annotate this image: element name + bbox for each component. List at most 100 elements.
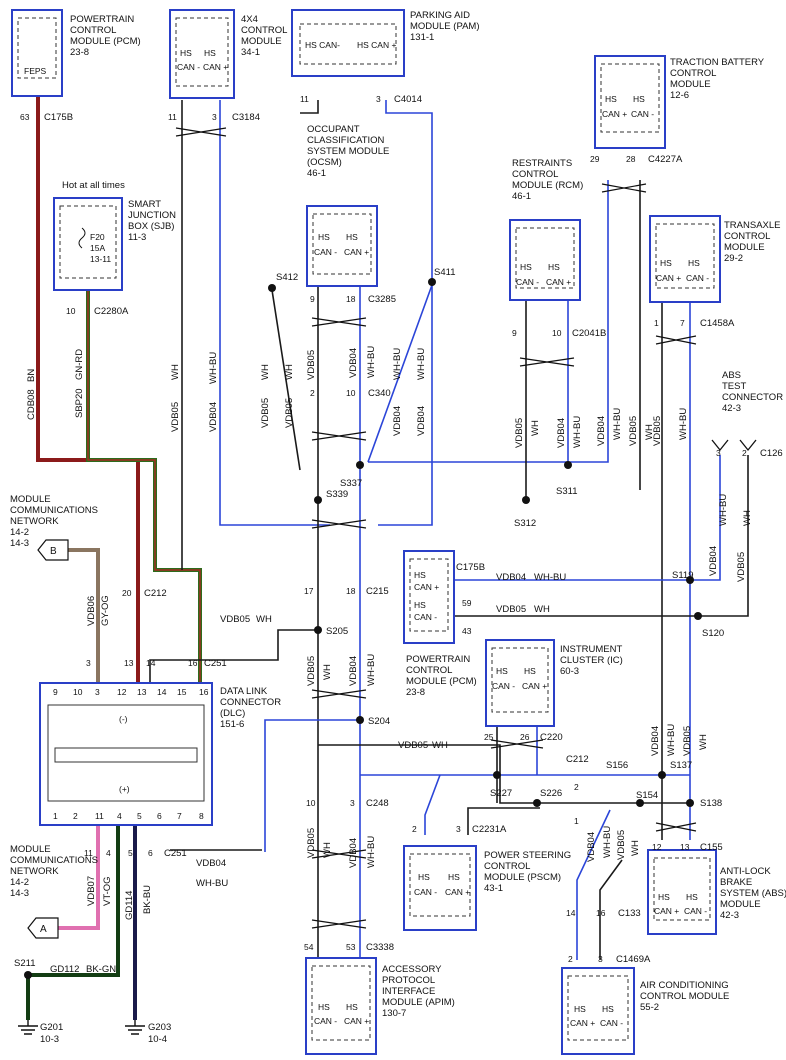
- wire-vdb06: [68, 548, 100, 688]
- abs-module[interactable]: HS HS CAN + CAN -: [647, 849, 717, 935]
- svg-text:POWERTRAIN: POWERTRAIN: [70, 14, 134, 25]
- svg-text:29: 29: [590, 154, 600, 164]
- svg-text:HS: HS: [204, 48, 216, 58]
- svg-text:C251: C251: [164, 848, 187, 859]
- svg-text:S138: S138: [700, 798, 722, 809]
- ocsm-module[interactable]: HS HS CAN - CAN +: [306, 205, 378, 287]
- svg-text:MODULE: MODULE: [720, 899, 761, 910]
- svg-text:C3184: C3184: [232, 112, 260, 123]
- svg-text:WH: WH: [256, 614, 272, 625]
- svg-text:13-11: 13-11: [90, 254, 111, 264]
- svg-text:JUNCTION: JUNCTION: [128, 210, 176, 221]
- svg-text:HS: HS: [414, 600, 426, 610]
- dlc-top-pin: 15: [177, 687, 187, 697]
- svg-text:WH: WH: [322, 842, 333, 858]
- svg-text:10: 10: [306, 798, 316, 808]
- abs-test-connector[interactable]: [711, 439, 757, 452]
- svg-text:FEPS: FEPS: [24, 66, 47, 76]
- svg-text:6: 6: [148, 848, 153, 858]
- svg-text:VDB05: VDB05: [736, 552, 747, 582]
- svg-text:HS: HS: [346, 232, 358, 242]
- svg-text:3: 3: [86, 658, 91, 668]
- ac-control-module[interactable]: HS HS CAN + CAN -: [561, 967, 635, 1055]
- 4x4-control-module[interactable]: HS HS CAN - CAN +: [169, 9, 235, 99]
- svg-text:VDB04: VDB04: [196, 858, 226, 869]
- ground-g201: [18, 1020, 38, 1035]
- svg-text:2: 2: [310, 388, 315, 398]
- svg-text:VDB05: VDB05: [260, 398, 271, 428]
- svg-text:CAN +: CAN +: [344, 247, 369, 257]
- svg-text:VDB05: VDB05: [652, 416, 663, 446]
- svg-text:VDB04: VDB04: [348, 348, 359, 378]
- svg-text:C212: C212: [144, 588, 167, 599]
- svg-text:HS: HS: [574, 1004, 586, 1014]
- svg-text:MODULE (PCM): MODULE (PCM): [70, 36, 141, 47]
- svg-text:A: A: [40, 924, 47, 935]
- svg-text:CAN -: CAN -: [414, 887, 437, 897]
- svg-text:HS: HS: [496, 666, 508, 676]
- pcm-mid-module[interactable]: HS CAN + HS CAN -: [403, 550, 455, 644]
- svg-text:CONTROL: CONTROL: [670, 68, 716, 79]
- svg-text:WH-BU: WH-BU: [366, 346, 377, 378]
- svg-text:VDB05: VDB05: [496, 604, 526, 615]
- dlc-top-pin: 13: [137, 687, 147, 697]
- svg-text:CAN -: CAN -: [686, 273, 709, 283]
- svg-text:VDB04: VDB04: [496, 572, 526, 583]
- svg-text:WH-BU: WH-BU: [196, 878, 228, 889]
- svg-text:16: 16: [596, 908, 606, 918]
- svg-text:C133: C133: [618, 908, 641, 919]
- svg-text:BN: BN: [26, 369, 37, 382]
- svg-text:VDB04: VDB04: [708, 546, 719, 576]
- svg-text:9: 9: [512, 328, 517, 338]
- svg-text:CONNECTOR: CONNECTOR: [722, 392, 783, 403]
- svg-text:16: 16: [188, 658, 198, 668]
- svg-text:WH: WH: [432, 740, 448, 751]
- svg-text:CAN -: CAN -: [314, 247, 337, 257]
- svg-text:CAN -: CAN -: [177, 62, 200, 72]
- svg-text:C220: C220: [540, 732, 563, 743]
- traction-battery-control-module[interactable]: HS HS CAN + CAN -: [594, 55, 666, 149]
- svg-text:S156: S156: [606, 760, 628, 771]
- svg-text:BOX (SJB): BOX (SJB): [128, 221, 174, 232]
- svg-text:13: 13: [680, 842, 690, 852]
- transaxle-control-module[interactable]: HS HS CAN + CAN -: [649, 215, 721, 303]
- svg-text:TRACTION BATTERY: TRACTION BATTERY: [670, 57, 765, 68]
- svg-text:HS: HS: [520, 262, 532, 272]
- svg-text:20: 20: [122, 588, 132, 598]
- svg-text:VDB05: VDB05: [220, 614, 250, 625]
- svg-text:WH: WH: [284, 364, 295, 380]
- svg-text:HS: HS: [418, 872, 430, 882]
- data-link-connector[interactable]: (-) (+): [39, 682, 213, 826]
- svg-text:C251: C251: [204, 658, 227, 669]
- svg-text:10-3: 10-3: [40, 1034, 59, 1045]
- power-steering-control-module[interactable]: HS HS CAN - CAN +: [403, 845, 477, 931]
- svg-text:CONTROL: CONTROL: [724, 231, 770, 242]
- svg-text:VDB04: VDB04: [586, 832, 597, 862]
- rcm-module[interactable]: HS HS CAN - CAN +: [509, 219, 581, 301]
- svg-text:CAN -: CAN -: [414, 612, 437, 622]
- svg-text:PARKING AID: PARKING AID: [410, 10, 470, 21]
- splice-labels: S412 S411 S339 S337 S311 S312 S205 S204 …: [14, 267, 724, 969]
- svg-text:S204: S204: [368, 716, 390, 727]
- dlc-top-pin: 3: [95, 687, 100, 697]
- svg-text:23-8: 23-8: [70, 47, 89, 58]
- pcm-top-module[interactable]: FEPS: [11, 9, 63, 97]
- dlc-top-pin: 16: [199, 687, 209, 697]
- svg-text:WH: WH: [530, 420, 541, 436]
- svg-text:C215: C215: [366, 586, 389, 597]
- apim-module[interactable]: HS HS CAN - CAN +: [305, 957, 377, 1055]
- svg-text:130-7: 130-7: [382, 1008, 406, 1019]
- svg-text:MODULE (APIM): MODULE (APIM): [382, 997, 455, 1008]
- svg-text:SBP20: SBP20: [74, 388, 85, 418]
- parking-aid-module[interactable]: HS CAN- HS CAN +: [291, 9, 405, 77]
- svg-text:POWER STEERING: POWER STEERING: [484, 850, 571, 861]
- connector-tag-b[interactable]: B: [37, 539, 69, 561]
- svg-text:29-2: 29-2: [724, 253, 743, 264]
- svg-text:43: 43: [462, 626, 472, 636]
- svg-text:CAN -: CAN -: [492, 681, 515, 691]
- svg-text:55-2: 55-2: [640, 1002, 659, 1013]
- connector-tag-a[interactable]: A: [27, 917, 59, 939]
- instrument-cluster[interactable]: HS HS CAN - CAN +: [485, 639, 555, 727]
- smart-junction-box[interactable]: F20 15A 13-11: [53, 197, 123, 291]
- svg-text:12-6: 12-6: [670, 90, 689, 101]
